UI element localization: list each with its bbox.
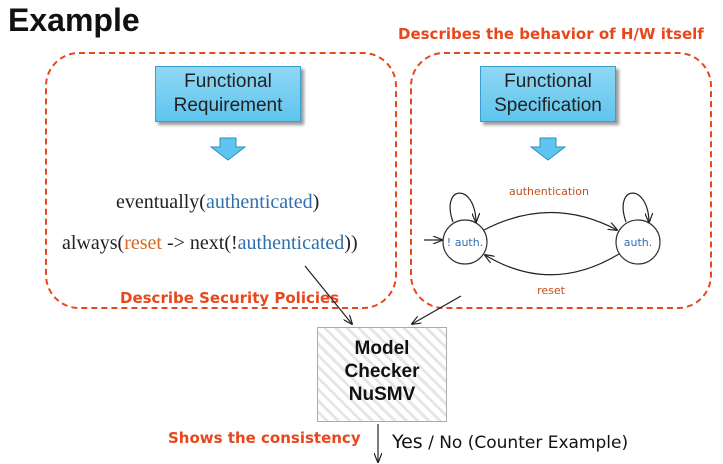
self-loop-auth <box>622 192 649 222</box>
formula-always: always(reset -> next(!authenticated)) <box>62 232 358 255</box>
fs-line1: Functional <box>504 71 592 92</box>
state-unauth-label: ! auth. <box>447 236 483 249</box>
result-separator: / <box>422 433 440 453</box>
mc-line3: NuSMV <box>348 384 416 405</box>
edge-reset <box>485 253 620 276</box>
state-auth-label: auth. <box>624 236 653 249</box>
down-arrow-icon-left <box>209 137 247 161</box>
self-loop-unauth <box>449 192 476 222</box>
formula-eventually: eventually(authenticated) <box>116 191 319 214</box>
hw-behavior-note: Describes the behavior of H/W itself <box>398 25 704 43</box>
formula1-suffix: ) <box>312 191 320 213</box>
result-text: Yes / No (Counter Example) <box>392 431 628 453</box>
edge-authentication <box>483 212 617 231</box>
model-checker-box <box>317 327 447 422</box>
mc-line2: Checker <box>344 361 420 382</box>
formula1-arg: authenticated <box>205 191 313 213</box>
fs-line2: Specification <box>494 95 602 116</box>
specification-group <box>410 52 712 309</box>
functional-specification-box: Functional Specification <box>480 66 616 122</box>
edge-reset-label: reset <box>537 284 566 297</box>
arrow-specification-to-checker <box>412 295 462 324</box>
fr-line1: Functional <box>184 71 272 92</box>
result-no: No (Counter Example) <box>439 433 629 453</box>
formula2-prefix: always( <box>62 232 125 254</box>
page-title: Example <box>8 2 140 38</box>
edge-authentication-label: authentication <box>509 185 589 198</box>
down-arrow-icon-right <box>529 137 567 161</box>
formula1-prefix: eventually( <box>116 191 206 213</box>
security-policies-note: Describe Security Policies <box>120 289 340 307</box>
arrow-requirement-to-checker <box>304 265 352 324</box>
mc-line1: Model <box>354 338 410 359</box>
formula2-reset: reset <box>124 232 162 254</box>
result-yes: Yes <box>392 431 423 453</box>
model-checker-label: Model Checker NuSMV <box>317 337 447 406</box>
requirements-group <box>45 52 397 309</box>
state-auth <box>615 219 661 265</box>
formula2-suffix: )) <box>344 232 358 254</box>
formula2-mid: -> next(! <box>161 232 238 254</box>
consistency-note: Shows the consistency <box>168 429 361 447</box>
functional-requirement-box: Functional Requirement <box>155 66 301 122</box>
fr-line2: Requirement <box>173 95 283 116</box>
state-unauth <box>442 219 488 265</box>
formula2-arg: authenticated <box>237 232 345 254</box>
